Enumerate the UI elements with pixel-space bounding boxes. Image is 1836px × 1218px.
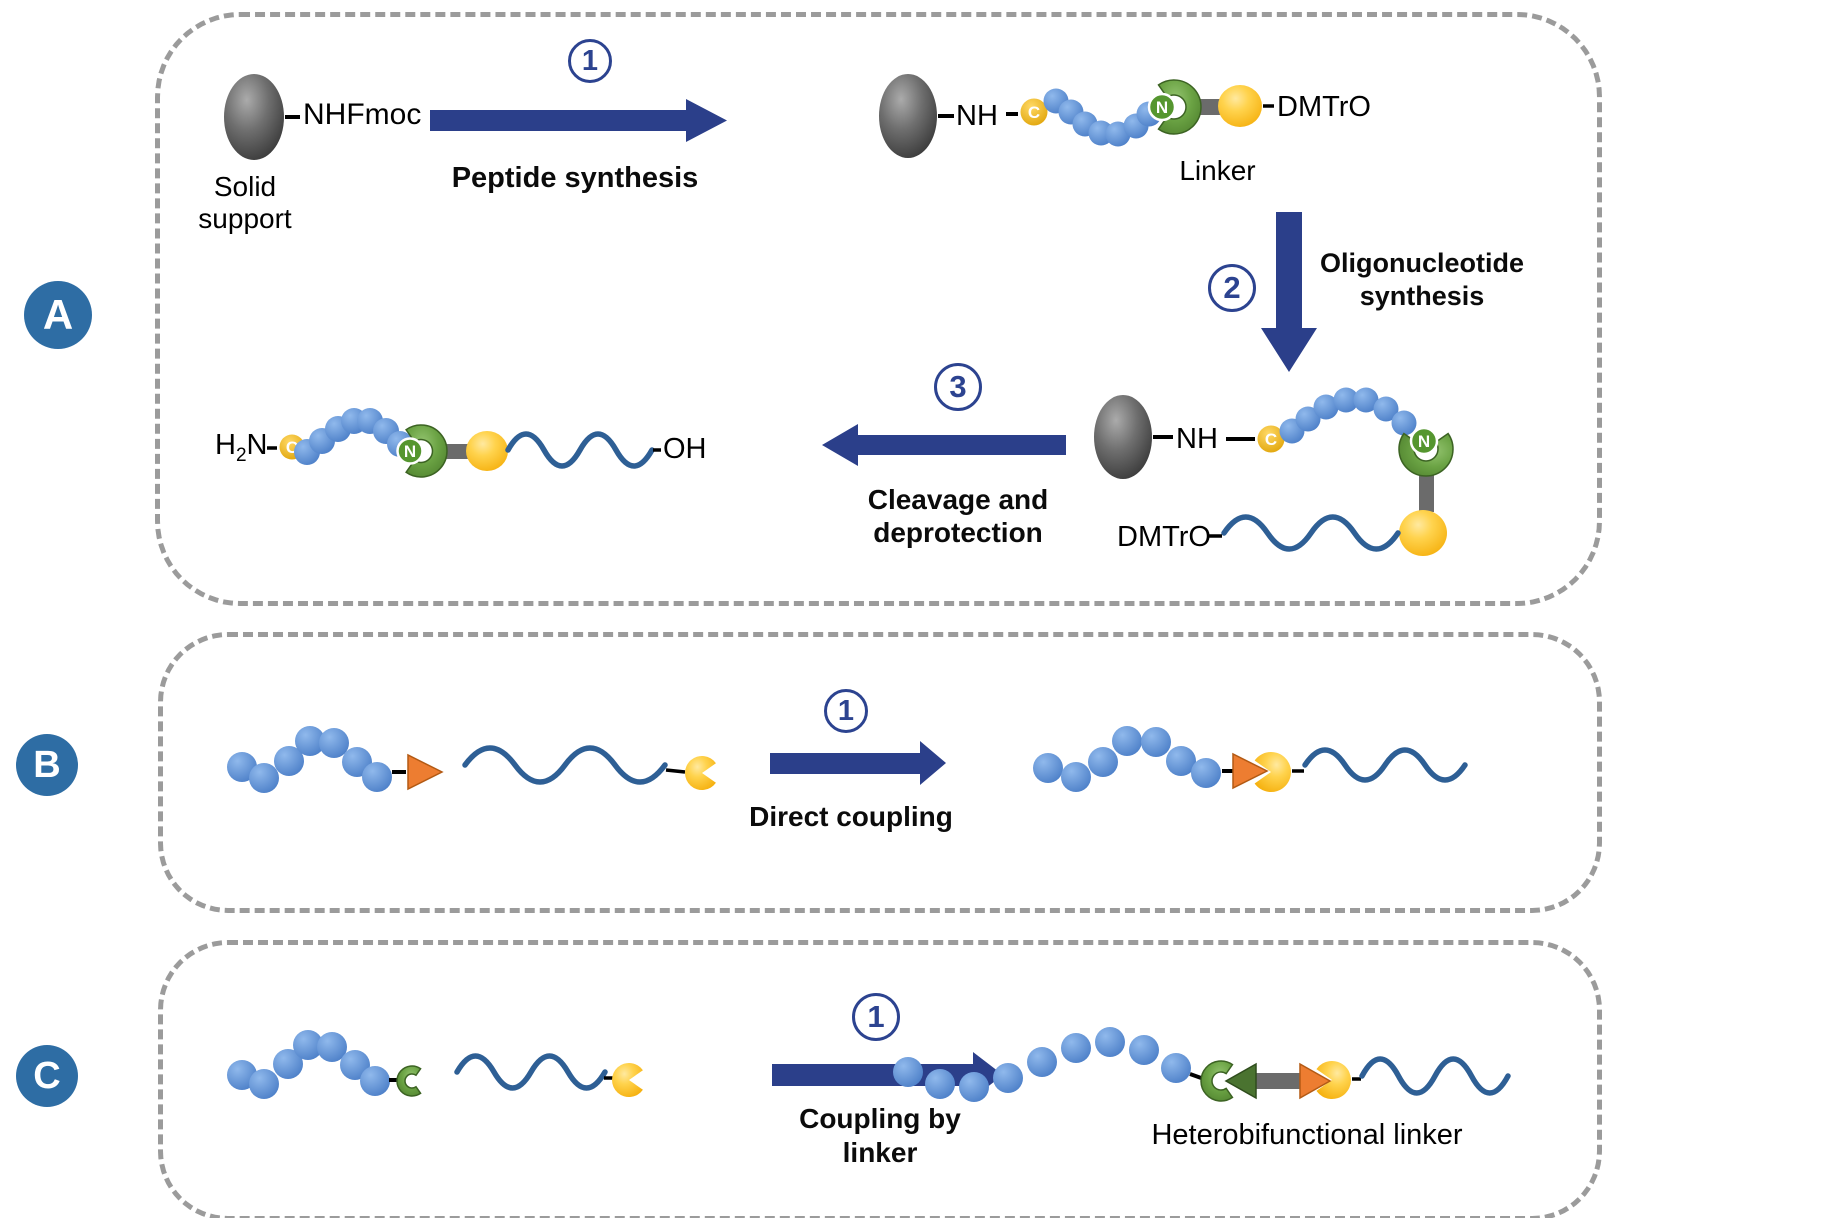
yellow-reactive-pacman <box>1316 1061 1351 1099</box>
oligonucleotide-wave <box>454 1053 608 1091</box>
solid-support-sphere <box>1094 395 1152 479</box>
yellow-reactive-pacman <box>685 756 716 790</box>
n-terminus-crescent <box>1157 79 1202 135</box>
oligonucleotide-wave <box>462 745 668 785</box>
peptide-with-green-pacman <box>227 1030 422 1099</box>
solid-support-start <box>224 74 300 160</box>
h2n-n: N <box>246 429 268 461</box>
yellow-reactive-pacman <box>612 1063 643 1097</box>
orange-reactive-triangle <box>1232 752 1269 790</box>
green-reactive-crescent <box>396 1065 422 1097</box>
h2n-label: H2N <box>215 429 267 467</box>
linker-bar <box>1196 99 1224 115</box>
step1-number-badge: 1 <box>568 39 612 83</box>
solid-support-sphere <box>879 74 937 158</box>
h2n-subscript: 2 <box>235 444 247 466</box>
solid-support-sphere <box>224 74 284 160</box>
n-terminus-node <box>1147 92 1177 122</box>
linker-label: Linker <box>1179 155 1256 186</box>
panel-b-step-number-badge: 1 <box>824 689 868 733</box>
peptide-chain <box>1033 726 1221 792</box>
n-terminus-crescent <box>405 424 448 478</box>
step2-arrow <box>1261 212 1317 372</box>
panel-b-badge: B <box>16 734 78 796</box>
panel-b-border <box>158 632 1602 913</box>
support-peptide-oligo: C N <box>1094 387 1454 556</box>
dmtr-sphere <box>1218 85 1262 127</box>
panel-b-arrow <box>770 741 946 785</box>
c-terminus-letter: C <box>1028 103 1040 122</box>
c-terminus-node <box>1020 98 1048 126</box>
n-terminus-node <box>396 437 424 465</box>
support-peptide-linker: C N <box>879 74 1274 158</box>
oligonucleotide-wave <box>1221 514 1401 552</box>
peptide-chain <box>1279 387 1417 444</box>
n-terminus-letter: N <box>404 442 416 461</box>
h2n-h: H <box>215 429 236 461</box>
linker-bar <box>1419 472 1434 512</box>
oh-label: OH <box>663 433 707 465</box>
panel-a-border <box>155 12 1602 606</box>
panel-a-badge: A <box>24 281 92 349</box>
direct-coupled-conjugate <box>1033 726 1468 792</box>
oligo-with-yellow-pacman-c <box>454 1053 643 1097</box>
step1-label: Peptide synthesis <box>451 162 699 194</box>
solid-support-label: Solid support <box>198 171 292 234</box>
peptide-chain <box>893 1027 1191 1102</box>
panel-c-badge: C <box>16 1045 78 1107</box>
peptide-with-orange-handle <box>227 726 444 793</box>
oligonucleotide-wave <box>505 431 655 469</box>
c-terminus-letter: C <box>1265 430 1277 449</box>
panel-c-step-number-badge: 1 <box>852 993 900 1041</box>
yellow-reactive-pacman <box>1254 752 1291 792</box>
step3-label: Cleavage and deprotection <box>867 484 1049 548</box>
peptide-chain <box>227 726 392 793</box>
oligonucleotide-wave <box>1302 747 1468 783</box>
oligonucleotide-wave <box>1359 1056 1511 1096</box>
bond-line <box>665 768 686 774</box>
step2-number-badge: 2 <box>1208 264 1256 312</box>
orange-reactive-triangle <box>1299 1062 1332 1100</box>
c-terminus-node <box>1257 425 1285 453</box>
linker-sphere <box>466 431 508 471</box>
n-terminus-node <box>1409 426 1439 456</box>
peptide-chain <box>1043 88 1162 147</box>
panel-b-step-label: Direct coupling <box>749 801 953 832</box>
step3-number-badge: 3 <box>934 363 982 411</box>
dark-green-triangle <box>1224 1062 1257 1100</box>
linker-bar <box>1250 1073 1304 1089</box>
linker-coupled-conjugate <box>893 1027 1511 1102</box>
step2-label: Oligonucleotide synthesis <box>1319 248 1524 311</box>
dmtro-label: DMTrO <box>1117 521 1211 553</box>
nh-label: NH <box>1176 423 1218 455</box>
peptide-chain <box>294 408 413 465</box>
panel-c-step-label: Coupling by linker <box>799 1103 961 1168</box>
nhfmoc-label: NHFmoc <box>303 98 422 131</box>
dmtro-label: DMTrO <box>1277 91 1371 123</box>
nh-label: NH <box>956 100 998 132</box>
panel-c-arrow <box>772 1052 1003 1098</box>
linker-bar <box>444 444 470 459</box>
panel-c-border <box>158 940 1602 1218</box>
n-terminus-letter: N <box>1156 98 1168 117</box>
orange-reactive-triangle <box>407 753 444 791</box>
peptide-chain <box>227 1030 390 1099</box>
heterobifunctional-linker-label: Heterobifunctional linker <box>1151 1119 1463 1151</box>
cleaved-conjugate: C N <box>267 408 661 478</box>
oligo-with-yellow-pacman <box>462 745 716 790</box>
dmtr-sphere <box>1399 510 1447 556</box>
n-terminus-letter: N <box>1418 432 1430 451</box>
green-reactive-crescent <box>1200 1060 1234 1102</box>
step3-arrow <box>822 424 1066 466</box>
step1-arrow <box>430 99 727 142</box>
